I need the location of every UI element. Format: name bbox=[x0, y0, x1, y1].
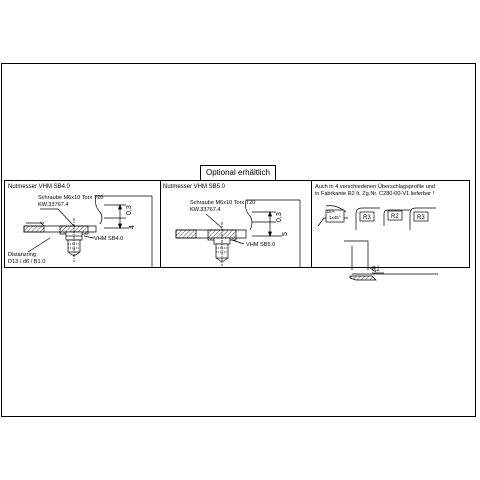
profile-r2-drawing bbox=[383, 209, 410, 226]
profile-r3-mirrored-drawing bbox=[409, 207, 436, 230]
svg-text:5: 5 bbox=[282, 232, 289, 236]
panel2-screw-part-number: KW.33767.4 bbox=[190, 207, 221, 213]
panel2-cutter-drawing bbox=[175, 199, 301, 268]
svg-text:4: 4 bbox=[129, 225, 136, 229]
panel1-ring-label: Distanzring bbox=[8, 252, 36, 258]
panel3-description-line2: in Fabrkante R2 lt. Zg.Nr. C280-00-V1 li… bbox=[315, 191, 435, 197]
panel3-description-line1: Auch in 4 verschiedenen Überschlagsprofi… bbox=[315, 184, 436, 190]
panel1-dimension-large: 4 bbox=[129, 225, 136, 229]
column-divider bbox=[160, 181, 161, 267]
panel2-dimension-small: 0,3 bbox=[276, 212, 283, 222]
panel1-part-label: VHM SB4.0 bbox=[94, 236, 124, 242]
panel2-title: Nutmesser VHM SB5.0 bbox=[163, 184, 226, 190]
panel2-screw-spec: Schraube M6x10 Torx T20 bbox=[190, 200, 256, 206]
svg-text:0,3: 0,3 bbox=[126, 205, 133, 215]
groove-detail-drawing bbox=[344, 240, 438, 281]
panel2-dimension-large: 5 bbox=[282, 232, 289, 236]
profile-chamfer-label: DIA 1x45° bbox=[327, 209, 341, 220]
panel1-ring-spec: D13 / d6 / B1.0 bbox=[8, 259, 46, 265]
profile-r2-label: R2 bbox=[391, 214, 399, 220]
svg-text:0,3: 0,3 bbox=[276, 212, 283, 222]
panel1-title: Nutmesser VHM SB4.0 bbox=[8, 184, 71, 190]
profile-r3-drawing bbox=[355, 207, 380, 230]
panel1-dimension-small: 0,3 bbox=[126, 205, 133, 215]
profile-chamfer-drawing bbox=[317, 205, 348, 227]
profile-r3-label: R3 bbox=[363, 215, 371, 221]
panel1-cutter-drawing bbox=[23, 195, 153, 268]
column-divider bbox=[311, 181, 312, 267]
detail-radius-label: R2 bbox=[372, 267, 380, 273]
panel2-part-label: VHM SB5.0 bbox=[246, 242, 276, 248]
page-frame bbox=[1, 63, 476, 417]
svg-text:DIA: DIA bbox=[327, 209, 335, 214]
profile-r3-mirrored-label: R3 bbox=[417, 215, 425, 221]
tool-options-table bbox=[4, 180, 470, 268]
panel1-screw-part-number: KW.33767.4 bbox=[38, 202, 69, 208]
panel1-screw-spec: Schraube M6x10 Torx T20 bbox=[38, 195, 104, 201]
svg-text:1x45°: 1x45° bbox=[329, 215, 341, 220]
